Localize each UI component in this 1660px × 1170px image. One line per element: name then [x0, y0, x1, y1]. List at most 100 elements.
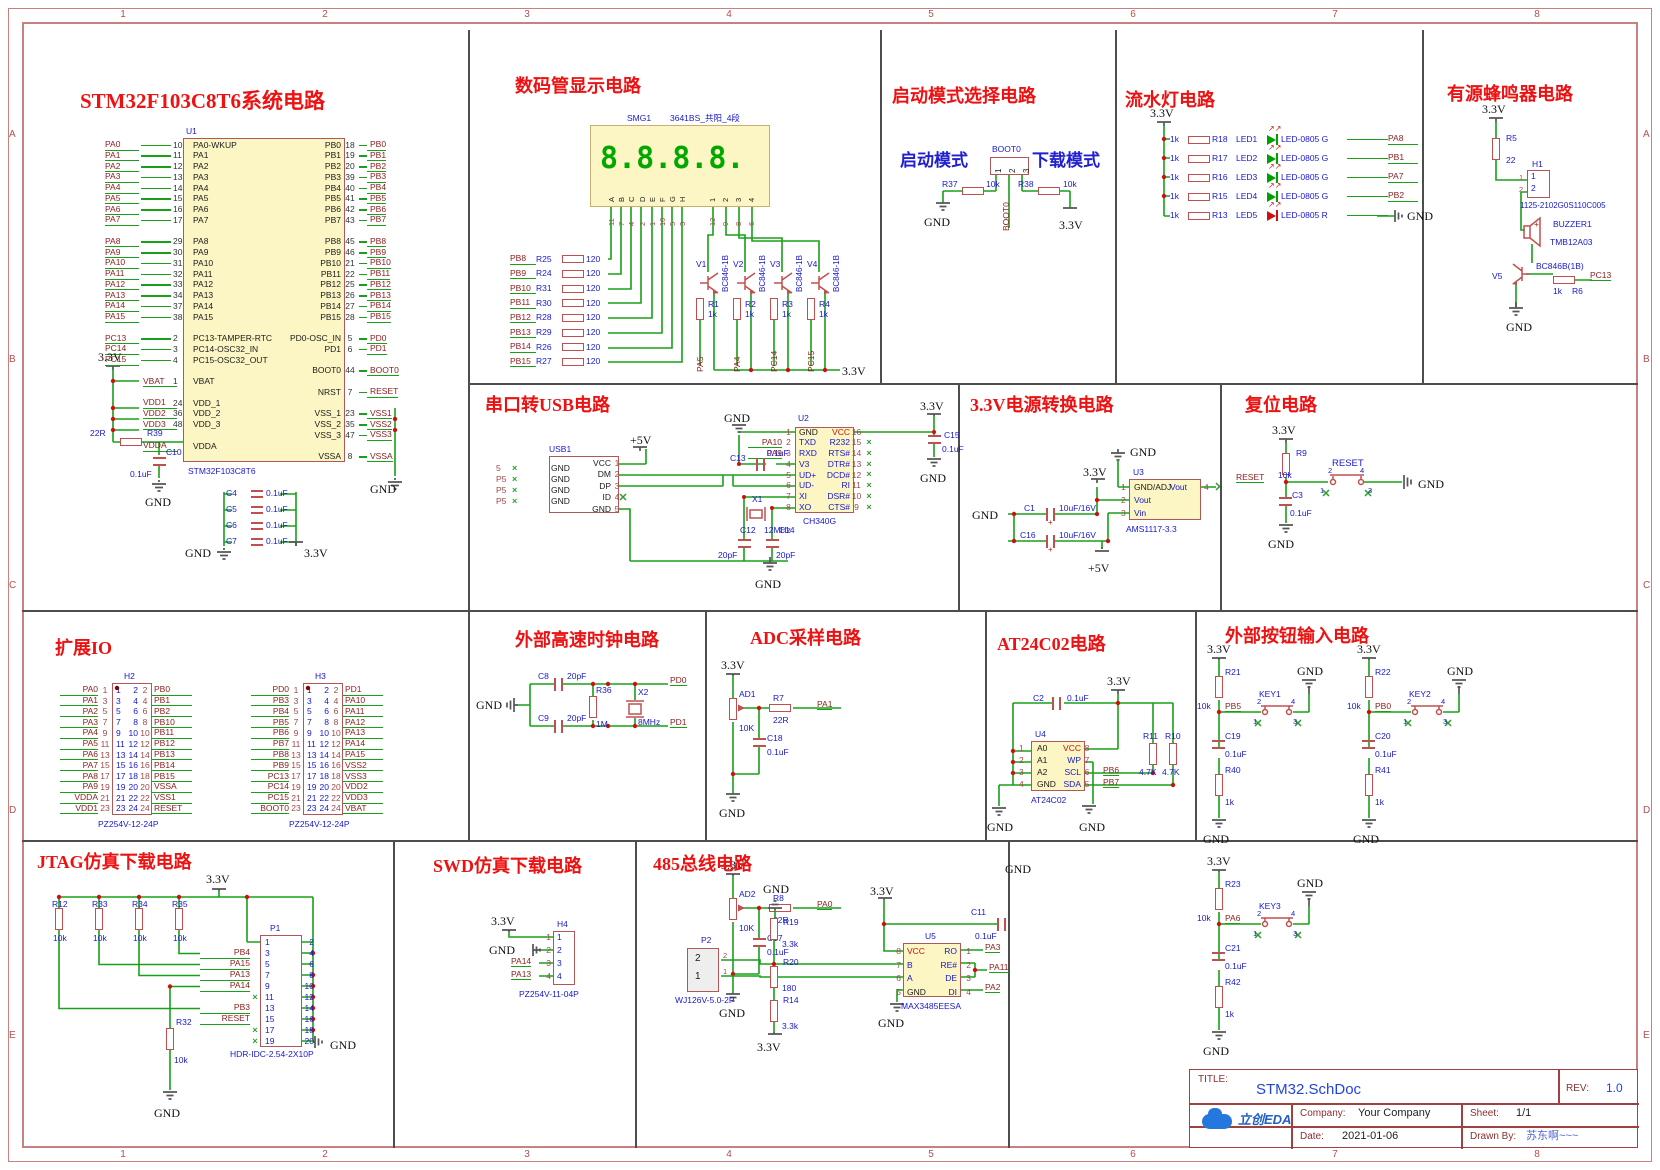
ic-body-u1[interactable] [183, 138, 345, 462]
ref-label: R1 [708, 299, 719, 309]
seven-seg-display[interactable] [590, 125, 770, 207]
ic-body-max3485[interactable] [903, 943, 961, 997]
resistor[interactable] [1188, 135, 1210, 144]
capacitor-c9[interactable] [554, 720, 563, 733]
resistor[interactable] [733, 298, 741, 320]
resistor[interactable] [562, 255, 584, 264]
resistor[interactable] [769, 704, 791, 712]
pin-name: A2 [1037, 766, 1048, 777]
potentiometer[interactable] [729, 898, 737, 920]
capacitor-c14[interactable] [766, 539, 779, 548]
header-h2[interactable] [112, 683, 152, 815]
connector-p2[interactable] [687, 948, 719, 992]
resistor-r9[interactable] [1282, 453, 1290, 475]
resistor-r20[interactable] [770, 966, 778, 988]
capacitor-c2[interactable] [1052, 697, 1061, 710]
resistor-r37[interactable] [962, 187, 984, 195]
ic-body-at24c02[interactable] [1031, 741, 1085, 791]
resistor[interactable] [1215, 986, 1223, 1008]
resistor[interactable] [1215, 774, 1223, 796]
wire [359, 456, 367, 458]
value-label: 0.1uF [942, 444, 964, 454]
header-h4[interactable] [553, 931, 575, 985]
resistor-r38[interactable] [1038, 187, 1060, 195]
resistor-r14[interactable] [770, 1000, 778, 1022]
led-icon[interactable]: ↗↗ [1267, 124, 1281, 145]
resistor[interactable] [55, 908, 63, 930]
resistor[interactable] [1215, 676, 1223, 698]
pin-number: 13 [851, 458, 862, 469]
resistor[interactable] [1365, 774, 1373, 796]
pin-number: 12 [331, 738, 341, 749]
resistor[interactable] [562, 358, 584, 367]
capacitor-c3[interactable] [1279, 497, 1292, 506]
resistor-r11[interactable] [1149, 743, 1157, 765]
capacitor[interactable] [251, 538, 263, 546]
resistor[interactable] [1188, 211, 1210, 220]
potentiometer[interactable] [729, 698, 737, 720]
capacitor-c8[interactable] [554, 678, 563, 691]
resistor[interactable] [770, 298, 778, 320]
resistor[interactable] [95, 908, 103, 930]
resistor[interactable] [562, 270, 584, 279]
capacitor[interactable] [1362, 740, 1375, 749]
capacitor-c13[interactable] [756, 458, 765, 471]
resistor-r19[interactable] [770, 918, 778, 940]
led-icon[interactable]: ↗↗ [1267, 162, 1281, 183]
capacitor[interactable] [1212, 952, 1225, 961]
capacitor[interactable] [251, 506, 263, 514]
resistor[interactable] [696, 298, 704, 320]
usb-connector[interactable] [549, 456, 619, 513]
resistor[interactable] [562, 284, 584, 293]
capacitor[interactable] [251, 522, 263, 530]
resistor[interactable] [562, 328, 584, 337]
ic-body-ams1117[interactable] [1129, 479, 1201, 520]
resistor[interactable] [562, 314, 584, 323]
boot0-header[interactable] [990, 157, 1029, 175]
pin-number: 10 [173, 139, 183, 150]
capacitor[interactable] [753, 738, 766, 747]
led-icon[interactable]: ↗↗ [1267, 200, 1281, 221]
capacitor[interactable] [753, 938, 766, 947]
capacitor-c10[interactable] [153, 457, 166, 466]
resistor-r10[interactable] [1169, 743, 1177, 765]
pin-name: VDDA [193, 440, 217, 451]
net-label: PB0 [1375, 701, 1392, 713]
resistor[interactable] [562, 299, 584, 308]
resistor[interactable] [135, 908, 143, 930]
resistor-r5[interactable] [1492, 138, 1500, 160]
led-icon[interactable]: ↗↗ [1267, 143, 1281, 164]
npn-transistor-icon[interactable] [1508, 262, 1532, 286]
capacitor-c15[interactable] [928, 435, 941, 444]
led-icon[interactable]: ↗↗ [1267, 181, 1281, 202]
resistor-r6[interactable] [1553, 276, 1575, 284]
header-p1[interactable] [260, 935, 302, 1047]
buzzer-header[interactable] [1527, 170, 1550, 198]
capacitor-c16[interactable] [1046, 535, 1055, 548]
capacitor-c12[interactable] [738, 539, 751, 548]
resistor-r32[interactable] [166, 1028, 174, 1050]
capacitor[interactable] [251, 490, 263, 498]
capacitor-c1[interactable] [1046, 508, 1055, 521]
capacitor-c11[interactable] [997, 918, 1006, 931]
resistor[interactable] [1365, 676, 1373, 698]
ic-body-ch340g[interactable] [795, 427, 854, 513]
resistor[interactable] [1188, 192, 1210, 201]
pin-number: 3 [557, 958, 562, 968]
resistor[interactable] [1188, 173, 1210, 182]
resistor-r36[interactable] [589, 696, 597, 718]
resistor[interactable] [1188, 154, 1210, 163]
resistor-r39[interactable] [120, 438, 142, 446]
resistor[interactable] [807, 298, 815, 320]
net-label: PA9 [60, 782, 98, 793]
resistor[interactable] [175, 908, 183, 930]
resistor[interactable] [562, 343, 584, 352]
resistor[interactable] [1215, 888, 1223, 910]
header-h3[interactable] [303, 683, 343, 815]
capacitor[interactable] [1212, 740, 1225, 749]
